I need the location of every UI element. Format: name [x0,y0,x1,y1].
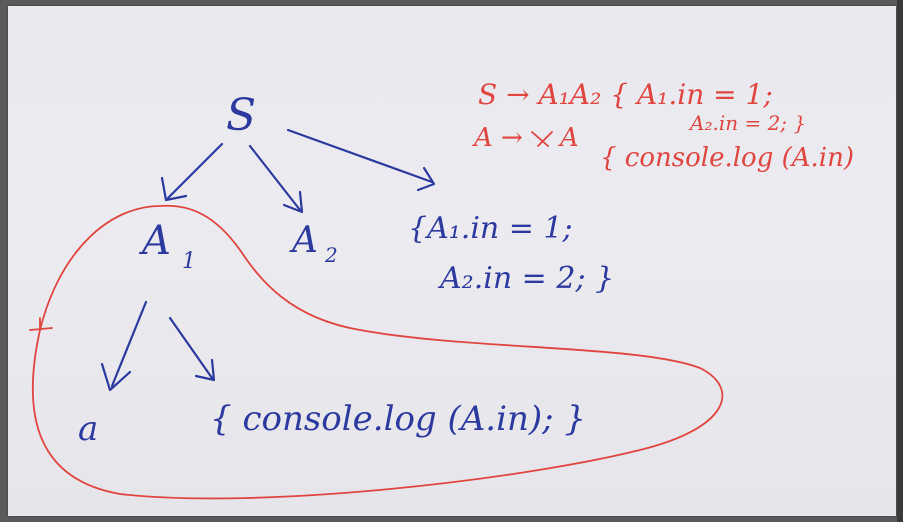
root-action-line2: A₂.in = 2; } [437,261,614,296]
arrow-s-to-action-head [416,166,436,192]
arrow-s-to-a1 [166,142,224,200]
leaf-a: a [78,409,98,449]
arrow-s-to-a1-head [160,176,188,202]
arrow-a1-to-action-head [194,358,216,382]
paper-sheet [8,6,896,516]
arrow-s-to-a2 [248,144,302,212]
node-a2-subscript: 2 [324,243,338,267]
margin-mark [29,317,53,331]
grammar-rule2-lhs: A → [472,123,523,153]
grammar-rule1: S → A₁A₂ { A₁.in = 1; [478,78,773,111]
tree-root-s: S [226,90,256,141]
red-enclosing-loop [31,204,724,500]
arrow-a1-to-a-head [100,362,132,392]
leaf-action: { console.log (A.in); } [210,399,586,439]
node-a1-letter: A [138,218,171,264]
node-a1-subscript: 1 [182,249,196,274]
grammar-rule1-cont: A₂.in = 2; } [688,111,806,135]
grammar-rule2-strike [531,131,553,147]
arrow-a1-to-a [110,300,148,388]
grammar-rule2-action: { console.log (A.in) [600,143,854,173]
arrow-a1-to-action [168,316,214,380]
node-a2-letter: A [289,220,318,261]
arrow-s-to-a2-head [282,190,304,214]
grammar-rule2-rhs: A [558,123,579,153]
photo-edge [897,0,903,522]
root-action-line1: {A₁.in = 1; [408,211,573,246]
arrow-s-to-action [286,128,434,184]
